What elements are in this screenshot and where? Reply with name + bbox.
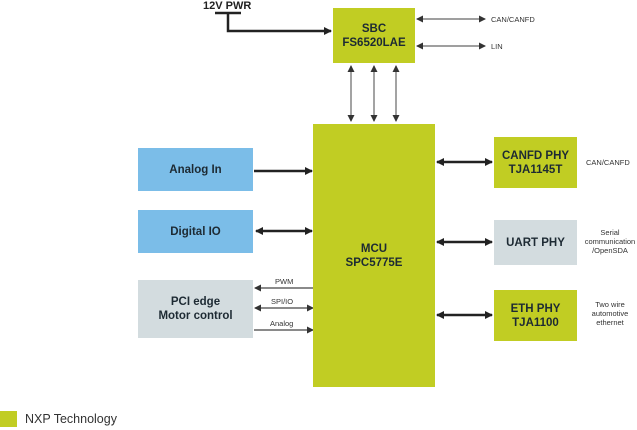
sbc-lin-label: LIN — [491, 42, 503, 51]
eth-out-label: Two wire automotive ethernet — [591, 300, 629, 327]
canfd-phy-part: TJA1145T — [508, 163, 563, 176]
mcu-block: MCU SPC5775E — [313, 124, 435, 387]
eth-phy-block: ETH PHY TJA1100 — [494, 290, 577, 341]
uart-phy-block: UART PHY — [494, 220, 577, 265]
sbc-can-label: CAN/CANFD — [491, 15, 535, 24]
eth-phy-part: TJA1100 — [512, 316, 559, 329]
uart-out-label: Serial communication /OpenSDA — [584, 228, 636, 255]
mcu-part: SPC5775E — [345, 256, 403, 269]
sbc-part: FS6520LAE — [342, 36, 406, 49]
analog-label: Analog — [270, 319, 294, 328]
spi-io-label: SPI/IO — [271, 297, 294, 306]
pci-edge-block: PCI edge Motor control — [138, 280, 253, 338]
power-label: 12V PWR — [203, 0, 252, 12]
analog-in-label: Analog In — [169, 163, 222, 176]
canfd-phy-block: CANFD PHY TJA1145T — [494, 137, 577, 188]
pci-edge-line1: PCI edge — [170, 296, 221, 308]
canfd-phy-name: CANFD PHY — [501, 149, 570, 162]
eth-phy-name: ETH PHY — [510, 302, 561, 315]
pci-edge-line2: Motor control — [158, 310, 233, 322]
legend-swatch — [0, 411, 17, 427]
mcu-name: MCU — [360, 242, 388, 255]
canfd-out-label: CAN/CANFD — [586, 158, 630, 167]
uart-phy-label: UART PHY — [506, 236, 565, 249]
legend-label: NXP Technology — [25, 412, 117, 426]
sbc-name: SBC — [361, 22, 387, 35]
analog-in-block: Analog In — [138, 148, 253, 191]
pwm-label: PWM — [275, 277, 294, 286]
power-wire — [226, 13, 332, 35]
sbc-block: SBC FS6520LAE — [333, 8, 415, 63]
digital-io-block: Digital IO — [138, 210, 253, 253]
digital-io-label: Digital IO — [170, 225, 221, 238]
